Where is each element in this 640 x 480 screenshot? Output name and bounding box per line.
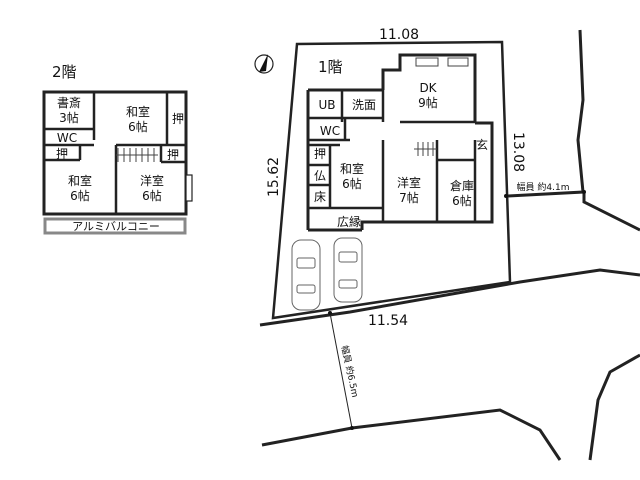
floor1-walls: [306, 53, 494, 232]
floor1-toko: 床: [314, 190, 326, 204]
floor1-stairs: [414, 142, 437, 156]
south-road-width: 幅員 約6.5m: [339, 344, 362, 398]
floor1-youshitsu-name: 洋室: [397, 175, 421, 190]
floor2-stairs: [116, 148, 158, 162]
floor2-wc: WC: [57, 131, 77, 145]
east-road-width: 幅員 約4.1m: [517, 181, 570, 193]
floor2-youshitsu-name: 洋室: [140, 173, 164, 188]
floor1-dk-size: 9帖: [418, 95, 438, 110]
kitchen-fixtures: [415, 57, 469, 67]
floor2-study-size: 3帖: [59, 110, 79, 125]
dim-right: 13.08: [510, 132, 526, 172]
floor1-hiroen: 広縁: [337, 214, 361, 229]
floor2-oshi-mid: 押: [167, 148, 179, 162]
floor1-youshitsu-size: 7帖: [399, 190, 419, 205]
floor1-label: 1階: [318, 58, 343, 76]
floor1-ub: UB: [318, 98, 335, 112]
floor1-inner-walls: [308, 90, 477, 222]
floor1-butsu: 仏: [314, 169, 326, 183]
floor1-souko-name: 倉庫: [450, 178, 474, 193]
floor2-room-labels: 書斎 3帖 和室 6帖 押 WC 押 押 和室 6帖 洋室 6帖: [56, 95, 184, 203]
floor2-washitsu-bottom-size: 6帖: [70, 188, 90, 203]
floor2-study-name: 書斎: [57, 95, 81, 110]
floor1-senmen: 洗面: [352, 98, 376, 112]
dim-top: 11.08: [379, 27, 419, 43]
south-road-width-line: [329, 312, 353, 429]
floor2-oshi-right: 押: [172, 112, 184, 126]
floor1-washitsu-size: 6帖: [342, 176, 362, 191]
floor2-inner-walls: [44, 92, 186, 214]
east-road: [507, 29, 640, 232]
floor2-youshitsu-size: 6帖: [142, 188, 162, 203]
floor1-genkan: 玄: [476, 137, 488, 152]
car-icon: [291, 239, 321, 311]
dim-left: 15.62: [266, 157, 282, 197]
floor2-balcony: アルミバルコニー: [43, 217, 187, 235]
floor2-window: [185, 174, 193, 202]
floor1-room-labels: DK 9帖 UB 洗面 WC 押 仏 床 和室 6帖 洋室 7帖 倉庫 6帖 玄…: [314, 81, 488, 229]
floor1-wc: WC: [320, 124, 340, 138]
east-road-width-line: [504, 191, 585, 197]
floor2-washitsu-bottom-name: 和室: [68, 173, 92, 188]
site-boundary: [271, 40, 512, 320]
floor2-balcony-label: アルミバルコニー: [72, 220, 160, 233]
south-road: [259, 268, 640, 461]
floor1-souko-size: 6帖: [452, 193, 472, 208]
floor1-oshi: 押: [314, 147, 326, 161]
north-arrow-icon: [254, 54, 274, 74]
dim-bottom: 11.54: [368, 313, 408, 329]
floor2-oshi-left: 押: [56, 147, 68, 161]
floor1-dk-name: DK: [419, 81, 437, 95]
floor2-washitsu-top-size: 6帖: [128, 119, 148, 134]
floor1-washitsu-name: 和室: [340, 161, 364, 176]
floor2-label: 2階: [52, 63, 77, 81]
floor2-washitsu-top-name: 和室: [126, 104, 150, 119]
car-icon: [333, 237, 363, 303]
